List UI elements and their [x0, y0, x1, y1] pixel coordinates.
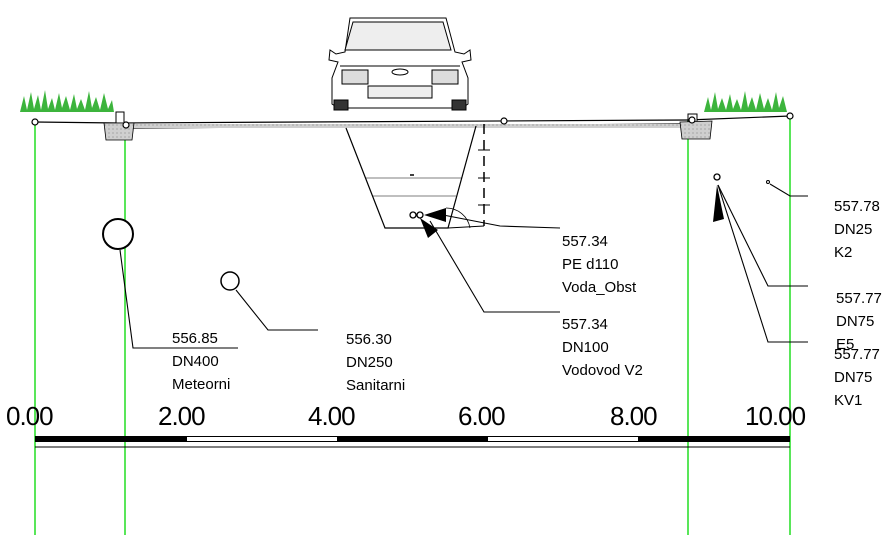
- svg-text:E5: E5: [836, 336, 854, 353]
- svg-text:PE d110: PE d110: [562, 256, 618, 273]
- pipe-voda-obst: [416, 211, 424, 219]
- svg-text:557.34: 557.34: [562, 316, 608, 333]
- svg-text:556.30: 556.30: [346, 331, 392, 348]
- svg-text:557.78: 557.78: [834, 198, 880, 215]
- svg-text:556.85: 556.85: [172, 330, 218, 347]
- trench: [345, 124, 490, 229]
- car-icon: [328, 17, 472, 111]
- label-sanitarni: 556.30 DN250 Sanitarni: [346, 331, 405, 394]
- arrowheads: [420, 185, 724, 238]
- svg-text:DN250: DN250: [346, 354, 393, 371]
- curb-left: [103, 111, 135, 141]
- svg-text:557.77: 557.77: [834, 346, 880, 363]
- svg-text:6.00: 6.00: [458, 401, 505, 431]
- svg-text:Vodovod V2: Vodovod V2: [562, 362, 643, 379]
- pipe-sanitarni: [220, 271, 240, 291]
- label-kv1: 557.77 DN75 KV1: [834, 346, 880, 409]
- leader-lines: [119, 183, 808, 349]
- pipes: [102, 173, 770, 291]
- label-k2: 557.78 DN25 K2: [834, 198, 880, 261]
- label-e5: 557.77 DN75 E5: [836, 290, 882, 353]
- guide-lines: [34, 116, 791, 535]
- scale-ticks: 0.00 2.00 4.00 6.00 8.00 10.00: [6, 401, 807, 431]
- svg-text:2.00: 2.00: [158, 401, 205, 431]
- svg-text:DN75: DN75: [834, 369, 872, 386]
- pipe-vodovod: [409, 211, 417, 219]
- grass-icon: [704, 91, 787, 112]
- curb-right: [679, 113, 713, 140]
- svg-text:Voda_Obst: Voda_Obst: [562, 279, 637, 296]
- ground-points: [31, 112, 794, 129]
- svg-text:K2: K2: [834, 244, 852, 261]
- label-voda-obst: 557.34 PE d110 Voda_Obst: [562, 233, 637, 296]
- label-meteorni: 556.85 DN400 Meteorni: [172, 330, 230, 393]
- svg-text:0.00: 0.00: [6, 401, 53, 431]
- svg-text:KV1: KV1: [834, 392, 862, 409]
- pipe-meteorni: [102, 218, 134, 250]
- svg-text:DN75: DN75: [836, 313, 874, 330]
- pipe-kv1: [713, 173, 721, 181]
- svg-text:DN100: DN100: [562, 339, 609, 356]
- road-surface: [129, 124, 682, 128]
- svg-text:10.00: 10.00: [745, 401, 806, 431]
- svg-text:Meteorni: Meteorni: [172, 376, 230, 393]
- grass-icon: [20, 90, 114, 112]
- svg-text:557.34: 557.34: [562, 233, 608, 250]
- svg-text:4.00: 4.00: [308, 401, 355, 431]
- svg-text:557.77: 557.77: [836, 290, 882, 307]
- pipe-k2: [766, 180, 770, 184]
- svg-text:DN400: DN400: [172, 353, 219, 370]
- svg-text:DN25: DN25: [834, 221, 872, 238]
- svg-text:Sanitarni: Sanitarni: [346, 377, 405, 394]
- scale-bar: [35, 436, 790, 448]
- label-vodovod: 557.34 DN100 Vodovod V2: [562, 316, 643, 379]
- svg-text:8.00: 8.00: [610, 401, 657, 431]
